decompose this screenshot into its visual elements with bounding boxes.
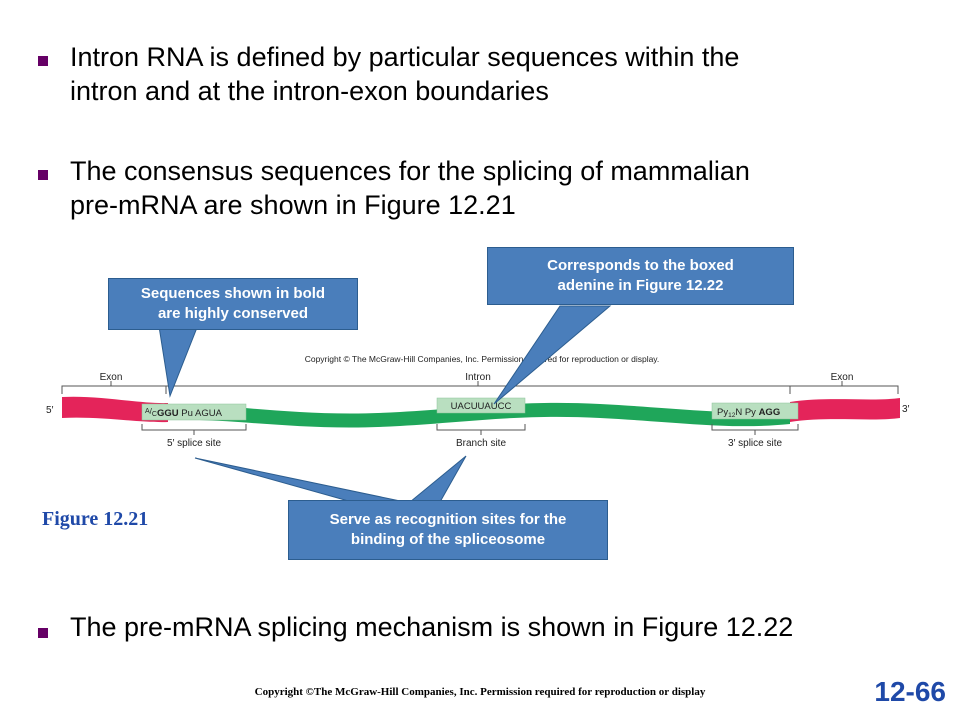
figure-label: Figure 12.21 — [42, 508, 149, 530]
five-prime-sequence: A/CGGU Pu AGUA — [145, 407, 223, 419]
figure-copyright: Copyright © The McGraw-Hill Companies, I… — [305, 354, 660, 364]
exon-left-band — [62, 396, 168, 423]
exon-right-band — [790, 398, 900, 422]
recognition-callout-line-1: Serve as recognition sites for the — [329, 511, 567, 528]
bullet-text-3: The pre-mRNA splicing mechanism is shown… — [70, 610, 793, 644]
five-prime-seq-box — [141, 403, 247, 421]
bullet-marker-3 — [38, 628, 48, 638]
intron-bracket — [165, 385, 791, 394]
three-prime-seq-box — [711, 402, 799, 420]
five-prime-site-bracket — [141, 424, 247, 431]
conserved-callout-line-2: are highly conserved — [157, 305, 309, 322]
bullet-2-line-1: The consensus sequences for the splicing… — [70, 156, 750, 186]
recognition-callout-pointer-right — [408, 455, 467, 503]
branch-sequence: UACUUAUCC — [451, 401, 512, 412]
three-prime-end: 3′ — [902, 404, 910, 415]
adenine-callout-line-2: adenine in Figure 12.22 — [557, 277, 724, 294]
exon-left-bracket — [61, 385, 167, 394]
conserved-callout-pointer — [157, 319, 201, 398]
adenine-callout-pointer — [493, 305, 612, 405]
recognition-callout: Serve as recognition sites for the bindi… — [288, 500, 608, 560]
bullet-1-line-1: Intron RNA is defined by particular sequ… — [70, 42, 740, 72]
five-prime-end: 5′ — [46, 405, 54, 416]
bullet-marker-2 — [38, 170, 48, 180]
branch-site-bracket — [436, 424, 526, 431]
three-prime-site-label: 3′ splice site — [728, 438, 783, 449]
conserved-callout-line-1: Sequences shown in bold — [140, 285, 326, 302]
exon-right-label: Exon — [831, 372, 854, 383]
intron-band — [166, 402, 790, 428]
conserved-callout: Sequences shown in bold are highly conse… — [108, 278, 358, 330]
exon-left-label: Exon — [100, 372, 123, 383]
five-prime-site-label: 5′ splice site — [167, 438, 222, 449]
branch-site-label: Branch site — [456, 438, 506, 449]
bullet-text-1: Intron RNA is defined by particular sequ… — [70, 40, 739, 108]
bullet-1-line-2: intron and at the intron-exon boundaries — [70, 76, 549, 106]
intron-label: Intron — [465, 372, 491, 383]
bullet-2-line-2: pre-mRNA are shown in Figure 12.21 — [70, 190, 516, 220]
bullet-3-line-1: The pre-mRNA splicing mechanism is shown… — [70, 612, 794, 642]
recognition-callout-pointer-left — [194, 457, 406, 503]
three-prime-sequence: Py12N Py AGG — [717, 407, 780, 419]
branch-seq-box — [436, 397, 526, 414]
adenine-callout: Corresponds to the boxed adenine in Figu… — [487, 247, 794, 305]
slide-number: 12-66 — [874, 676, 946, 707]
bullet-text-2: The consensus sequences for the splicing… — [70, 154, 750, 222]
recognition-callout-line-2: binding of the spliceosome — [350, 531, 546, 548]
bullet-marker-1 — [38, 56, 48, 66]
footer-copyright: Copyright ©The McGraw-Hill Companies, In… — [254, 686, 706, 698]
adenine-callout-line-1: Corresponds to the boxed — [547, 257, 734, 274]
exon-right-bracket — [789, 385, 899, 394]
